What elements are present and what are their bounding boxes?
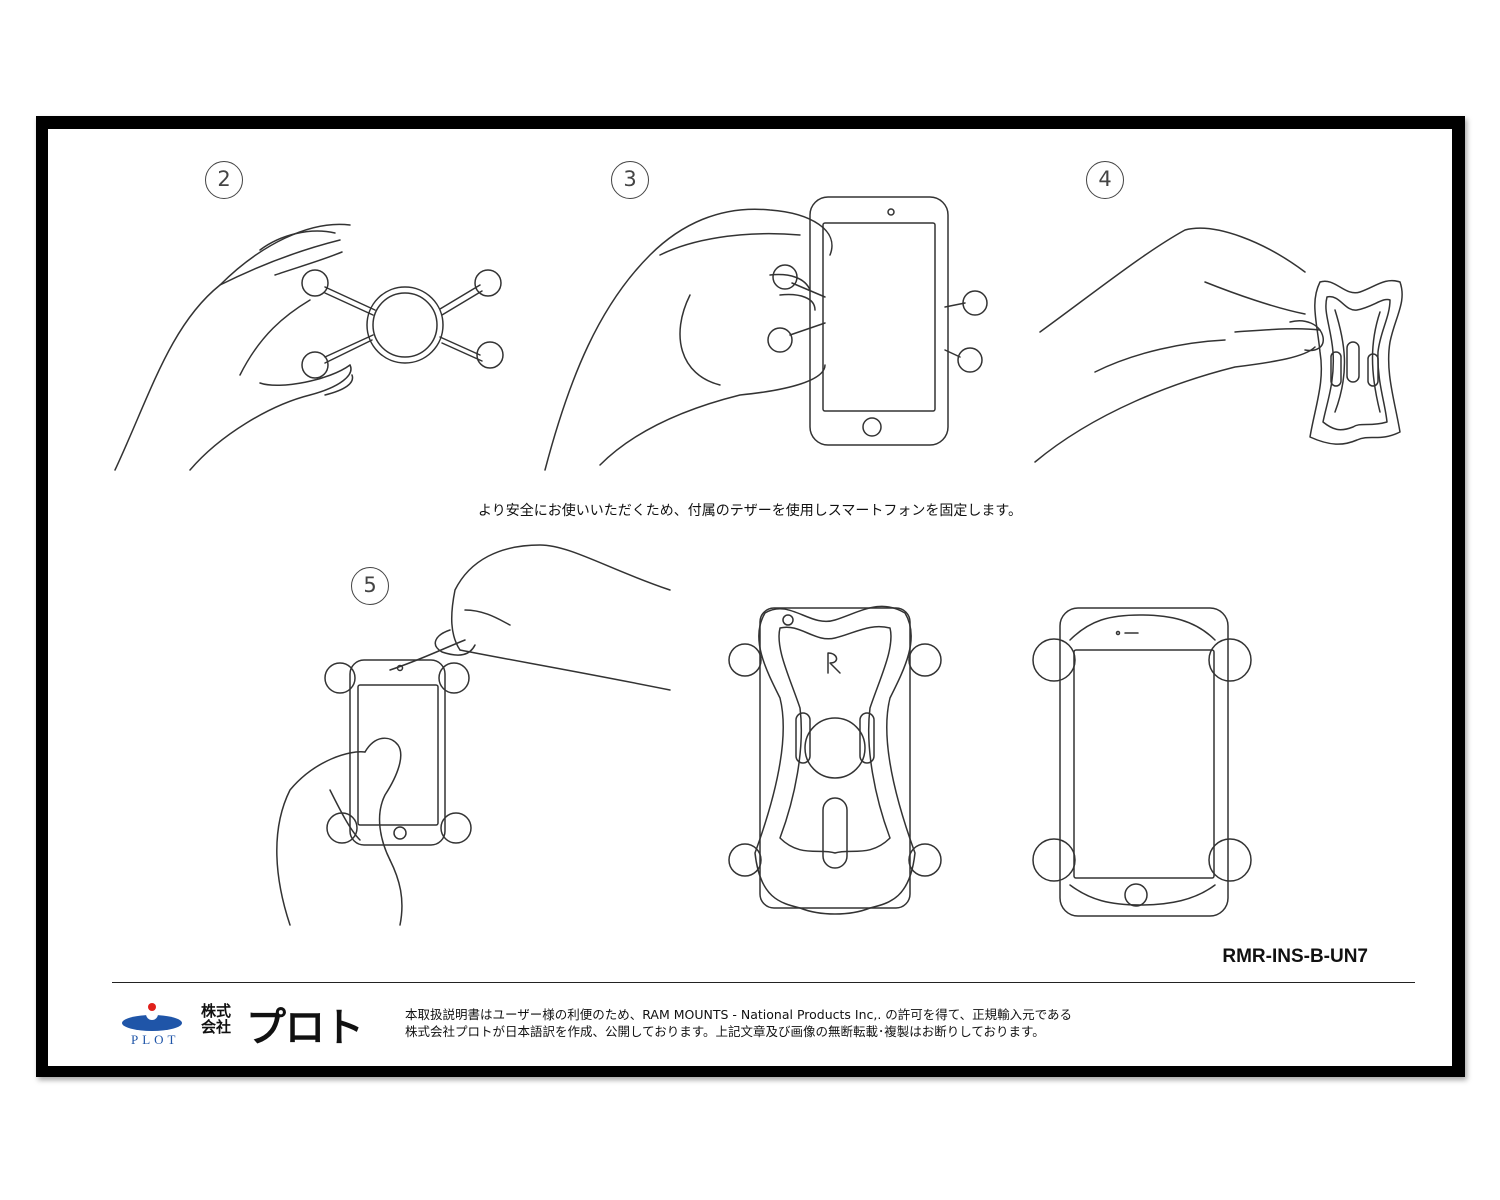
step-2-illustration: [110, 205, 520, 475]
logo-small-line-1: 株式: [201, 1002, 232, 1020]
step-number-3: 3: [611, 161, 649, 199]
logo-small-line-2: 会社: [201, 1018, 232, 1036]
footer-divider: [112, 982, 1415, 983]
step-number-5: 5: [351, 567, 389, 605]
logo-plot-text: PLOT: [131, 1032, 180, 1047]
step-4-illustration: [1034, 222, 1415, 472]
step-3-illustration: [540, 195, 1000, 475]
logo-company-type: 株式 会社: [201, 1003, 241, 1035]
step-number-2: 2: [205, 161, 243, 199]
step-5-illustration: [270, 540, 680, 930]
model-number: RMR-INS-B-UN7: [1222, 946, 1368, 967]
instruction-text: より安全にお使いいただくため、付属のテザーを使用しスマートフォンを固定します。: [478, 503, 1022, 519]
plot-logo-icon: [120, 1000, 184, 1040]
disclaimer-line-1: 本取扱説明書はユーザー様の利便のため、RAM MOUNTS - National…: [405, 1007, 1073, 1022]
rear-view-illustration: [720, 598, 950, 923]
logo-company-name: プロト: [246, 1005, 364, 1051]
disclaimer: 本取扱説明書はユーザー様の利便のため、RAM MOUNTS - National…: [405, 1006, 1185, 1040]
disclaimer-line-2: 株式会社プロトが日本語訳を作成、公開しております。上記文章及び画像の無断転載･複…: [405, 1024, 1045, 1039]
instruction-sheet: [48, 129, 1452, 1066]
front-view-illustration: [1030, 600, 1255, 920]
step-number-4: 4: [1086, 161, 1124, 199]
